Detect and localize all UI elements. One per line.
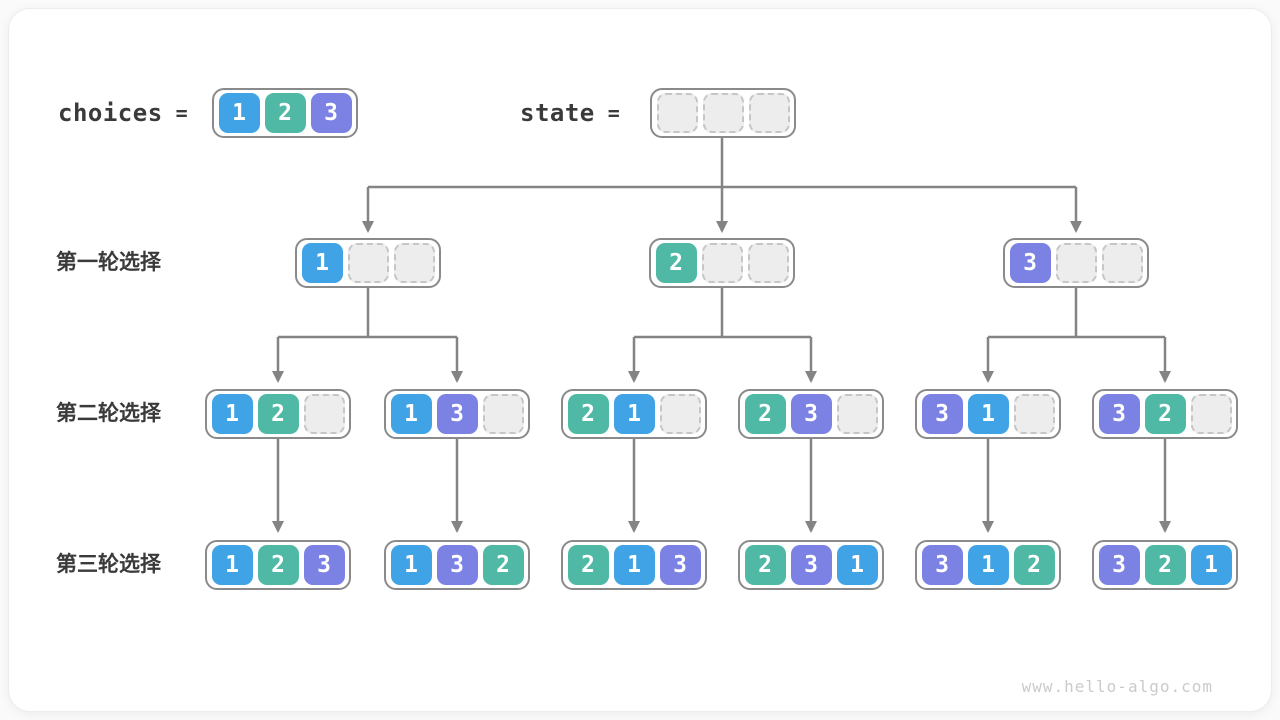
array-cell: 3 <box>659 545 701 585</box>
state-node-r2-0: 1 2 <box>205 389 351 439</box>
array-cell: 2 <box>1144 545 1186 585</box>
round-1-label: 第一轮选择 <box>56 251 161 274</box>
state-node-r3-4: 3 1 2 <box>915 540 1061 590</box>
array-cell: 2 <box>264 93 306 133</box>
choices-equals-sign: = <box>175 101 188 125</box>
state-node-r3-2: 2 1 3 <box>561 540 707 590</box>
state-node-r3-5: 3 2 1 <box>1092 540 1238 590</box>
array-cell: 3 <box>436 394 478 434</box>
state-array-root <box>650 88 796 138</box>
array-cell: 2 <box>744 545 786 585</box>
round-2-label: 第二轮选择 <box>56 402 161 425</box>
array-cell: 1 <box>1190 545 1232 585</box>
array-cell: 1 <box>967 545 1009 585</box>
array-cell: 1 <box>613 394 655 434</box>
array-cell <box>1190 394 1232 434</box>
array-cell <box>659 394 701 434</box>
state-node-r1-1: 2 <box>649 238 795 288</box>
state-node-r3-0: 1 2 3 <box>205 540 351 590</box>
state-node-r2-4: 3 1 <box>915 389 1061 439</box>
choices-label: choices = <box>58 88 188 138</box>
state-node-r3-3: 2 3 1 <box>738 540 884 590</box>
choices-label-text: choices <box>58 99 163 127</box>
array-cell: 2 <box>257 545 299 585</box>
array-cell <box>701 243 743 283</box>
array-cell: 2 <box>1144 394 1186 434</box>
array-cell: 3 <box>790 545 832 585</box>
array-cell: 1 <box>211 545 253 585</box>
state-node-r2-5: 3 2 <box>1092 389 1238 439</box>
array-cell: 2 <box>482 545 524 585</box>
array-cell: 2 <box>567 394 609 434</box>
array-cell <box>303 394 345 434</box>
array-cell <box>482 394 524 434</box>
state-label-text: state <box>520 99 595 127</box>
array-cell: 3 <box>921 394 963 434</box>
state-node-r1-2: 3 <box>1003 238 1149 288</box>
array-cell: 1 <box>967 394 1009 434</box>
array-cell: 1 <box>218 93 260 133</box>
array-cell: 2 <box>655 243 697 283</box>
state-node-r2-2: 2 1 <box>561 389 707 439</box>
array-cell: 3 <box>921 545 963 585</box>
array-cell: 1 <box>390 545 432 585</box>
choices-array: 1 2 3 <box>212 88 358 138</box>
watermark: www.hello-algo.com <box>1021 677 1213 696</box>
array-cell <box>748 93 790 133</box>
array-cell: 1 <box>613 545 655 585</box>
array-cell: 2 <box>257 394 299 434</box>
array-cell <box>1055 243 1097 283</box>
array-cell <box>1013 394 1055 434</box>
state-equals-sign: = <box>607 101 620 125</box>
array-cell <box>393 243 435 283</box>
array-cell: 3 <box>310 93 352 133</box>
array-cell <box>347 243 389 283</box>
array-cell <box>836 394 878 434</box>
array-cell <box>702 93 744 133</box>
array-cell <box>747 243 789 283</box>
state-node-r2-1: 1 3 <box>384 389 530 439</box>
array-cell: 2 <box>1013 545 1055 585</box>
array-cell: 3 <box>1098 545 1140 585</box>
round-3-label: 第三轮选择 <box>56 553 161 576</box>
array-cell <box>1101 243 1143 283</box>
state-node-r1-0: 1 <box>295 238 441 288</box>
array-cell: 1 <box>836 545 878 585</box>
state-node-r3-1: 1 3 2 <box>384 540 530 590</box>
array-cell: 3 <box>790 394 832 434</box>
array-cell: 2 <box>744 394 786 434</box>
array-cell: 3 <box>436 545 478 585</box>
array-cell: 3 <box>1009 243 1051 283</box>
state-label: state = <box>520 88 620 138</box>
array-cell: 1 <box>390 394 432 434</box>
state-node-r2-3: 2 3 <box>738 389 884 439</box>
array-cell: 1 <box>301 243 343 283</box>
array-cell: 2 <box>567 545 609 585</box>
array-cell: 3 <box>1098 394 1140 434</box>
array-cell: 3 <box>303 545 345 585</box>
array-cell <box>656 93 698 133</box>
array-cell: 1 <box>211 394 253 434</box>
